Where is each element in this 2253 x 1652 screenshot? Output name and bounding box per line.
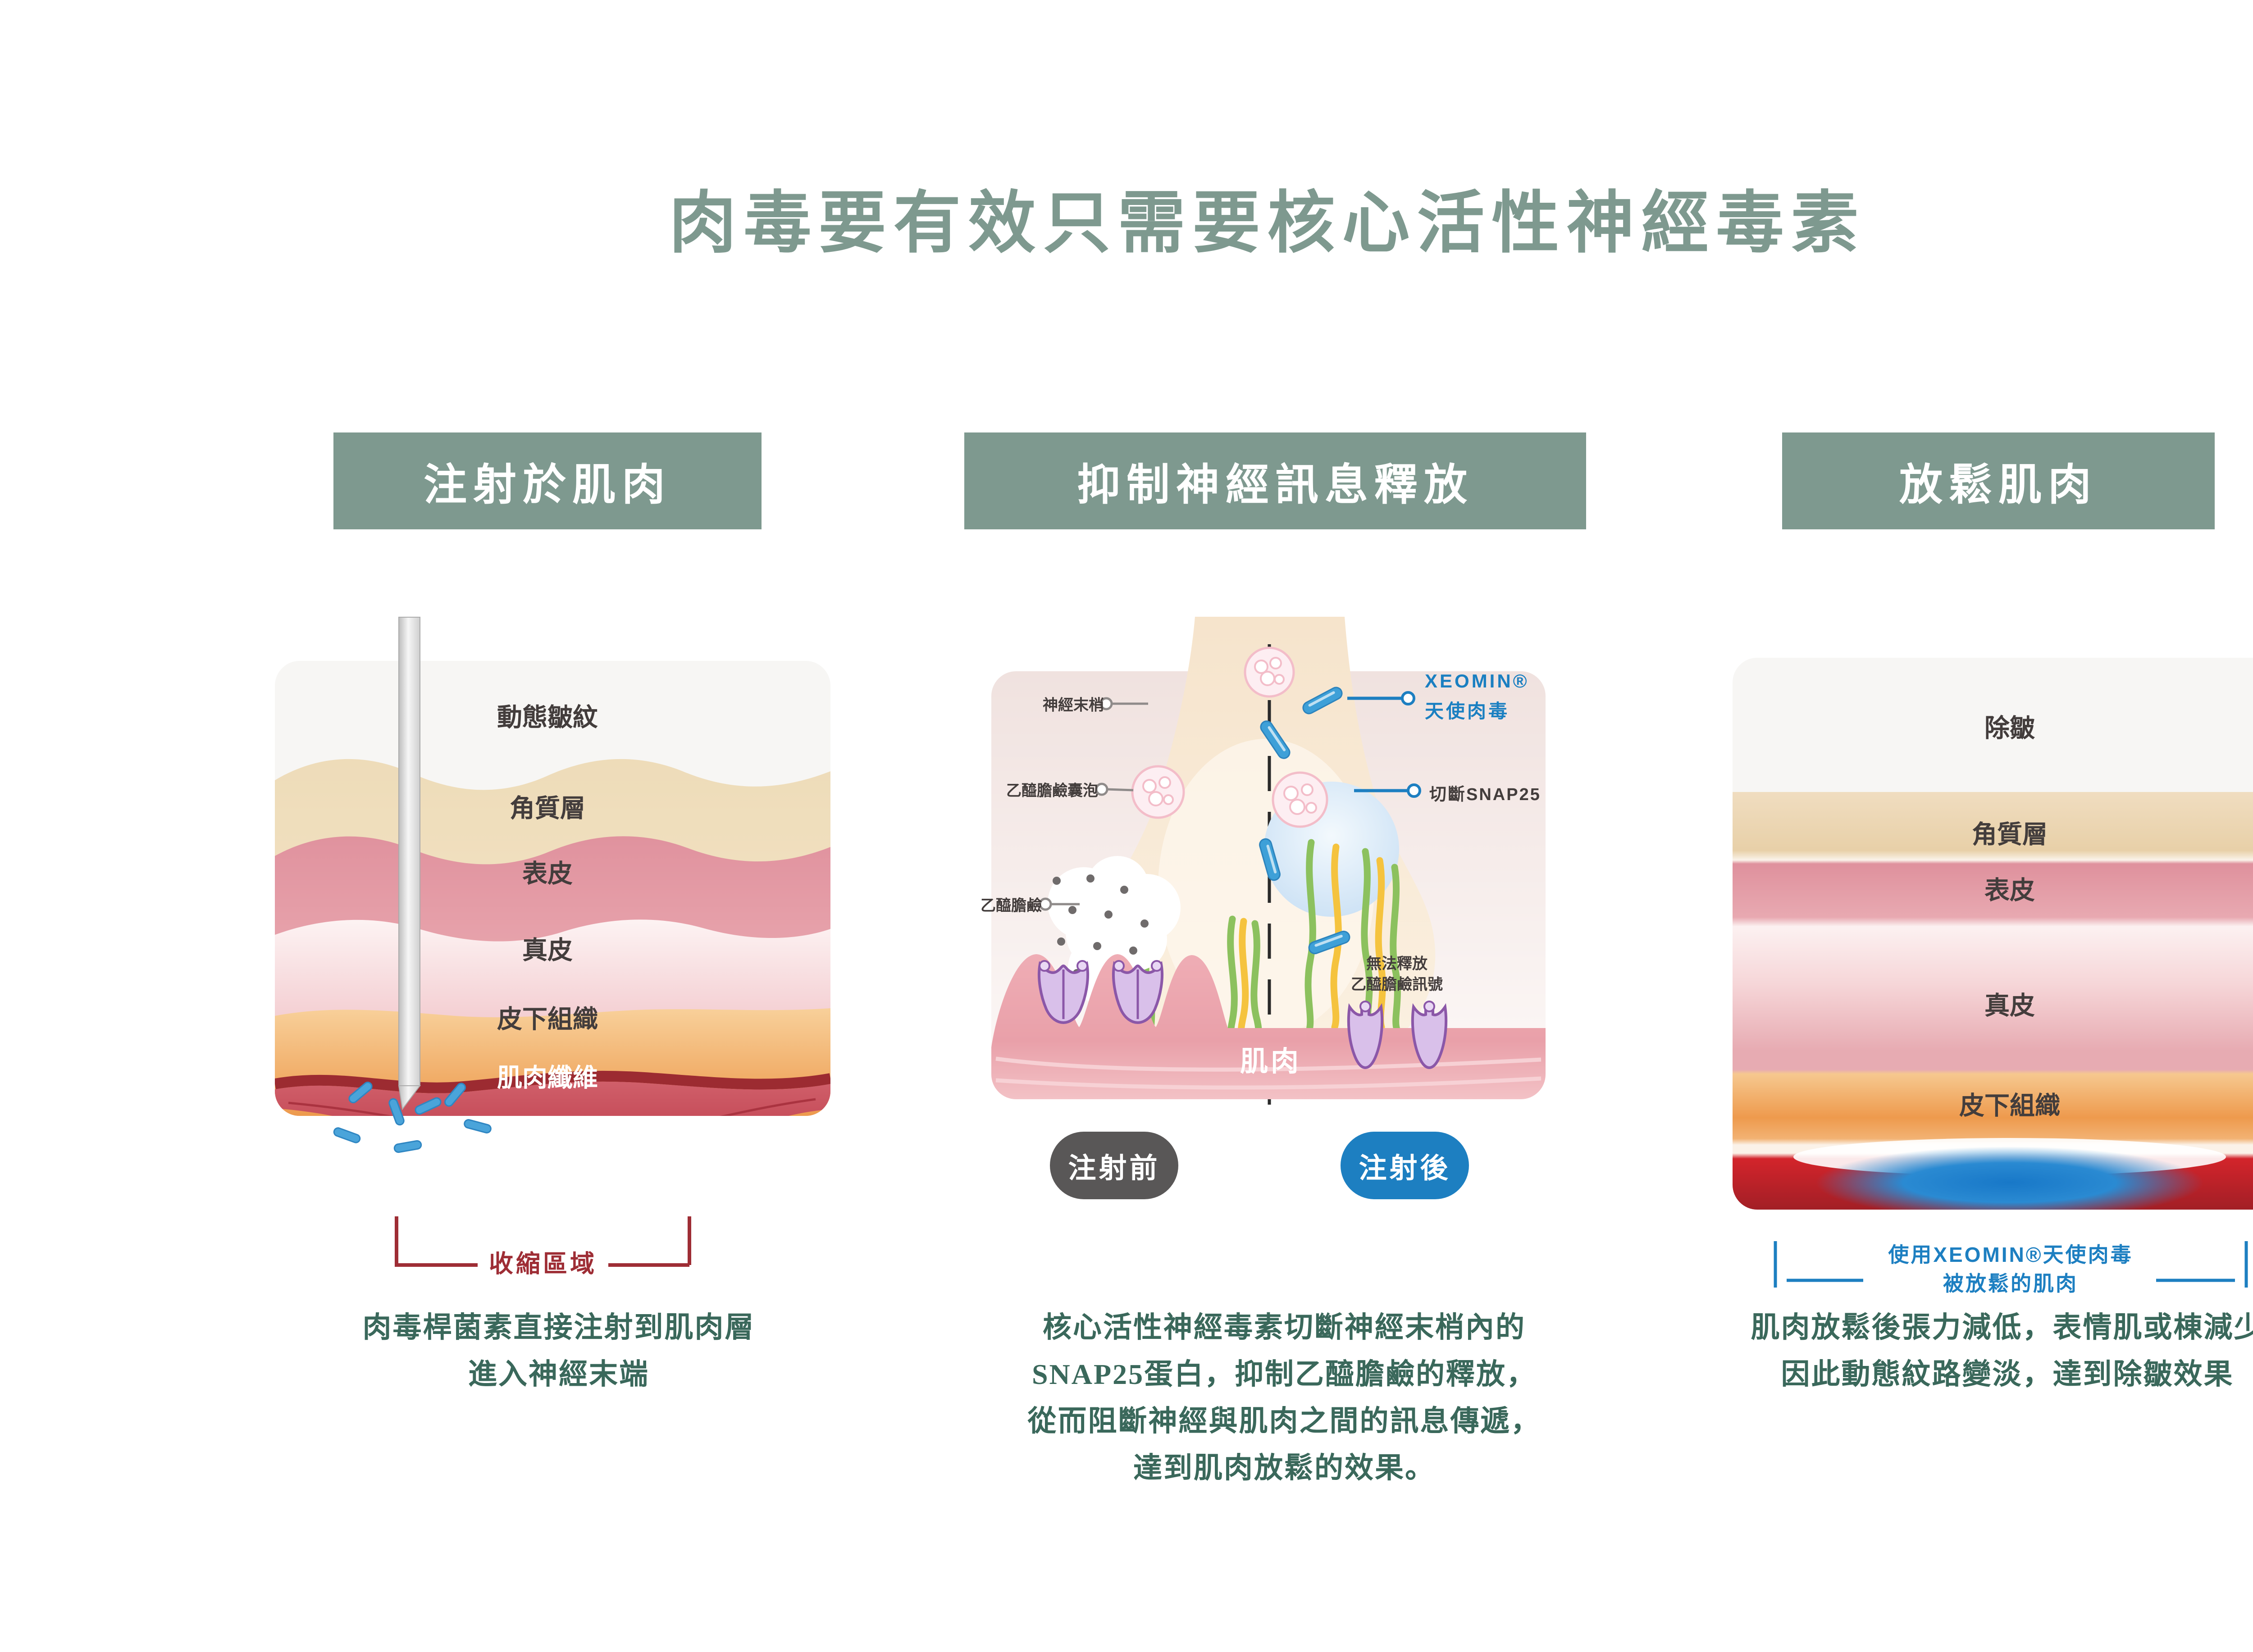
botox-particles-icon <box>333 1082 492 1153</box>
label-dermis-1: 真皮 <box>522 936 573 965</box>
receptor-closed-icons <box>1347 1001 1448 1069</box>
description-line: 肌肉放鬆後張力減低，表情肌或棟減少 <box>1751 1311 2253 1343</box>
label-muscle: 肌肉 <box>1240 1046 1302 1077</box>
label-subcutaneous-1: 皮下組織 <box>497 1005 598 1033</box>
acetylcholine-vesicles-icon <box>1131 646 1328 828</box>
description-line: 因此動態紋路變淡，達到除皺效果 <box>1781 1358 2234 1390</box>
description-line: 肉毒桿菌素直接注射到肌肉層 <box>362 1311 755 1343</box>
header-inhibit-signal: 抑制神經訊息釋放 <box>964 432 1586 529</box>
gray-leader-lines <box>1039 697 1148 911</box>
label-dermis-3: 真皮 <box>1984 991 2035 1020</box>
label-subcutaneous-3: 皮下組織 <box>1959 1091 2060 1120</box>
label-no-release-1: 無法釋放 <box>1366 955 1428 973</box>
label-no-release-2: 乙醯膽鹼訊號 <box>1351 976 1443 993</box>
nerve-terminal-illustration <box>991 617 1546 1105</box>
relaxed-bracket <box>1774 1241 2248 1288</box>
label-wrinkle-removal: 除皺 <box>1984 714 2035 742</box>
description-line: 達到肌肉放鬆的效果。 <box>1133 1452 1435 1484</box>
description-line: 核心活性神經毒素切斷神經末梢內的 <box>1043 1311 1526 1343</box>
skin-injection-illustration <box>275 617 830 1267</box>
header-relax-muscle: 放鬆肌肉 <box>1782 432 2215 529</box>
label-epidermis-1: 表皮 <box>522 859 573 888</box>
description-line: SNAP25蛋白，抑制乙醯膽鹼的釋放， <box>1031 1358 1537 1390</box>
description-column-3: 肌肉放鬆後張力減低，表情肌或棟減少 因此動態紋路變淡，達到除皺效果 <box>1647 1304 2253 1398</box>
label-contraction-zone: 收縮區域 <box>489 1250 597 1278</box>
label-muscle-fiber: 肌肉纖維 <box>497 1063 598 1092</box>
contraction-bracket <box>395 1216 691 1267</box>
label-stratum-corneum-3: 角質層 <box>1972 820 2048 849</box>
label-xeomin-brand: XEOMIN® <box>1425 670 1529 692</box>
before-injection-button[interactable]: 注射前 <box>1050 1132 1178 1199</box>
label-epidermis-3: 表皮 <box>1984 876 2035 905</box>
description-column-1: 肉毒桿菌素直接注射到肌肉層 進入神經末端 <box>243 1304 874 1398</box>
label-relaxed-muscle-1: 使用XEOMIN®天使肉毒 <box>1888 1243 2133 1266</box>
relaxed-skin-illustration <box>1733 658 2253 1288</box>
page-title: 肉毒要有效只需要核心活性神經毒素 <box>669 186 1866 261</box>
label-relaxed-muscle-2: 被放鬆的肌肉 <box>1943 1272 2078 1295</box>
label-xeomin-brand-cn: 天使肉毒 <box>1425 701 1510 722</box>
label-nerve-terminal: 神經末梢 <box>1043 696 1104 714</box>
label-ach-vesicle: 乙醯膽鹼囊泡 <box>1006 782 1098 800</box>
blue-leader-lines <box>1347 691 1421 798</box>
label-ach: 乙醯膽鹼 <box>981 897 1042 915</box>
after-injection-button[interactable]: 注射後 <box>1341 1132 1469 1199</box>
label-cut-snap25: 切斷SNAP25 <box>1429 785 1541 804</box>
label-dynamic-wrinkle: 動態皺紋 <box>497 703 598 732</box>
xeomin-toxin-rods-icon <box>1259 687 1350 955</box>
syringe-needle-icon <box>398 617 421 1110</box>
description-line: 從而阻斷神經與肌肉之間的訊息傳遞， <box>1027 1405 1541 1437</box>
label-stratum-corneum-1: 角質層 <box>510 794 585 823</box>
receptor-open-icons <box>1038 960 1163 1024</box>
description-column-2: 核心活性神經毒素切斷神經末梢內的 SNAP25蛋白，抑制乙醯膽鹼的釋放， 從而阻… <box>935 1304 1633 1492</box>
header-inject-muscle: 注射於肌肉 <box>333 432 762 529</box>
relaxed-muscle-blue-glow <box>1816 1147 2203 1210</box>
description-line: 進入神經末端 <box>468 1358 649 1390</box>
